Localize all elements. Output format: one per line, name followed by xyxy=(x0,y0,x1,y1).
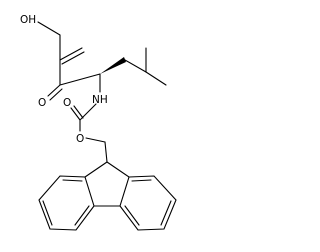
bond-carbamate-o-a xyxy=(70,107,81,121)
exo-methylene xyxy=(59,47,85,65)
bond-ch2-fluorene-c9 xyxy=(104,141,108,163)
carbamate-ester-oxygen-label: O xyxy=(76,133,84,145)
bond-vinyl-ch2-double-a xyxy=(59,47,83,61)
bond-ch2-ch xyxy=(124,59,147,73)
bond-ketone-o-b xyxy=(49,88,63,101)
bond-carbamate-o-b xyxy=(73,105,84,119)
bond-ch-methyl-2 xyxy=(145,71,167,86)
isobutyl-group xyxy=(124,47,167,86)
amide-nitrogen-label: NH xyxy=(92,94,108,106)
right-ring-inner-3 xyxy=(124,205,140,226)
left-ring-inner-1 xyxy=(62,179,83,182)
right-ring-inner-1 xyxy=(131,179,152,182)
fluorene-right-ring xyxy=(119,175,177,231)
bond-c9-left xyxy=(84,161,108,178)
left-ring-inner-2 xyxy=(42,200,53,226)
bond-vinyl-ch2-double-b xyxy=(61,51,85,65)
bond-ester-o-ch2 xyxy=(85,137,106,143)
ketone-carbonyl xyxy=(47,84,63,101)
bond-ketone-o-a xyxy=(47,84,61,97)
hydroxyl-label: OH xyxy=(20,14,36,26)
ketone-oxygen-label: O xyxy=(38,97,46,109)
right-ring-inner-2 xyxy=(160,200,172,226)
left-ring-outline xyxy=(38,175,95,231)
fluorene-five-ring xyxy=(84,161,130,207)
fluorene-left-ring xyxy=(38,175,95,231)
bond-oh-ch2 xyxy=(37,21,61,36)
bond-c9-right xyxy=(106,161,130,178)
bond-ketone-stereocenter xyxy=(59,73,101,86)
left-ring-inner-3 xyxy=(74,205,90,226)
chemical-structure: OH O NH O O xyxy=(20,14,177,231)
carbamate-carbonyl-oxygen-label: O xyxy=(63,97,71,109)
carbamate-carbonyl xyxy=(70,105,84,121)
hydroxymethyl-group xyxy=(37,21,61,61)
wedge-bond-stereocenter xyxy=(100,57,126,74)
right-ring-outline xyxy=(119,175,177,231)
